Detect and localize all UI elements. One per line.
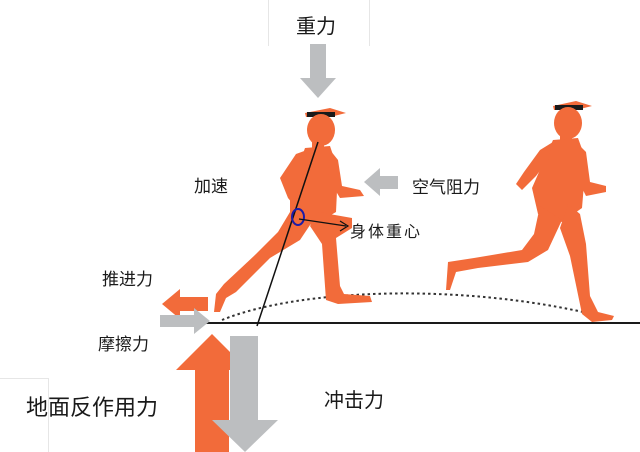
propulsion-arrow (162, 289, 208, 319)
air-resistance-label: 空气阻力 (412, 178, 480, 198)
runner-front-figure (214, 108, 372, 312)
acceleration-label: 加速 (194, 177, 228, 197)
gravity-label: 重力 (296, 14, 336, 38)
friction-label: 摩擦力 (98, 335, 149, 355)
center-of-mass-arrowhead (339, 220, 350, 232)
body-axis-line (256, 141, 319, 327)
trajectory-curve (221, 292, 609, 321)
center-of-mass-pointer (298, 218, 347, 227)
runner-back-figure (446, 101, 614, 322)
ground-reaction-label: 地面反作用力 (26, 396, 159, 421)
impact-arrow (212, 336, 278, 452)
friction-arrow (160, 308, 210, 334)
gravity-arrow (300, 44, 336, 98)
ground-reaction-label-panel (0, 378, 49, 452)
gravity-label-panel (268, 0, 370, 46)
propulsion-label: 推进力 (102, 270, 153, 290)
center-of-mass-marker (291, 208, 305, 226)
center-of-mass-label: 身体重心 (350, 222, 423, 241)
impact-label: 冲击力 (324, 388, 384, 412)
air-resistance-arrow (364, 168, 398, 196)
